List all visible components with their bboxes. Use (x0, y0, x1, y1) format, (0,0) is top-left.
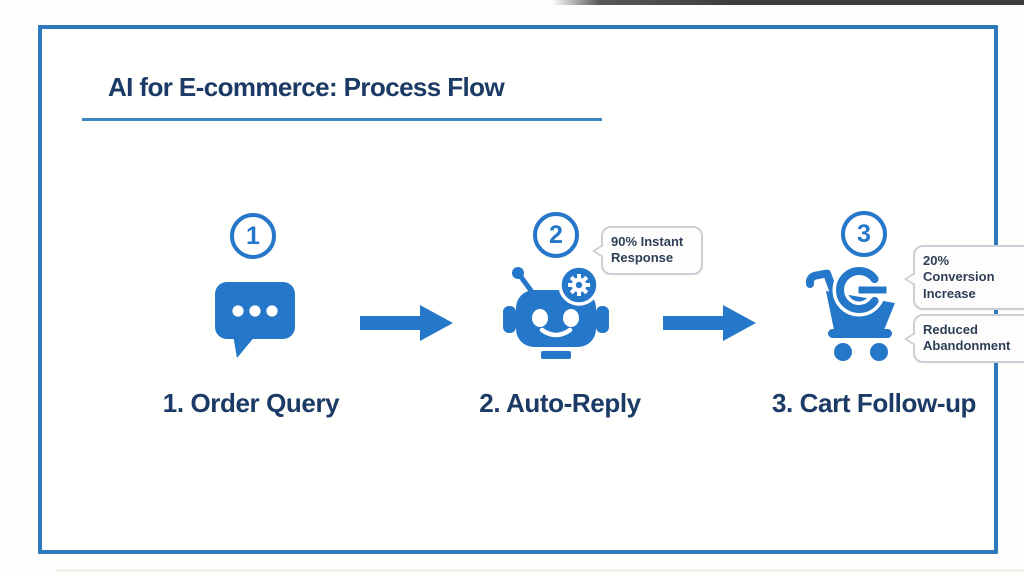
flow-right-arrow-icon (360, 303, 454, 343)
callout-conversion-increase: 20% Conversion Increase (904, 245, 1024, 310)
step-label-auto-reply: 2. Auto-Reply (479, 388, 641, 418)
step-number-badge: 3 (841, 211, 887, 257)
callout-reduced-abandonment: Reduced Abandonment (904, 314, 1024, 363)
robot-gear-icon (501, 259, 611, 362)
chat-bubble-icon (212, 275, 298, 359)
step-number: 2 (549, 220, 563, 249)
step-number-badge: 2 (533, 212, 579, 258)
slide-frame: AI for E-commerce: Process Flow 1 2 3 (38, 25, 1024, 554)
step-label-cart-follow-up: 3. Cart Follow-up (771, 388, 977, 418)
flow-right-arrow-icon (663, 303, 757, 343)
cart-refresh-icon (804, 253, 907, 365)
page-title: AI for E-commerce: Process Flow (108, 72, 505, 102)
step-number: 1 (246, 221, 260, 250)
bottom-edge-artifact (56, 569, 1024, 572)
step-number-badge: 1 (230, 213, 276, 259)
step-label-order-query: 1. Order Query (162, 388, 340, 418)
step-number: 3 (857, 219, 871, 248)
callout-instant-response: 90% Instant Response (592, 226, 703, 275)
top-edge-artifact (552, 0, 1024, 5)
title-underline (82, 118, 602, 121)
